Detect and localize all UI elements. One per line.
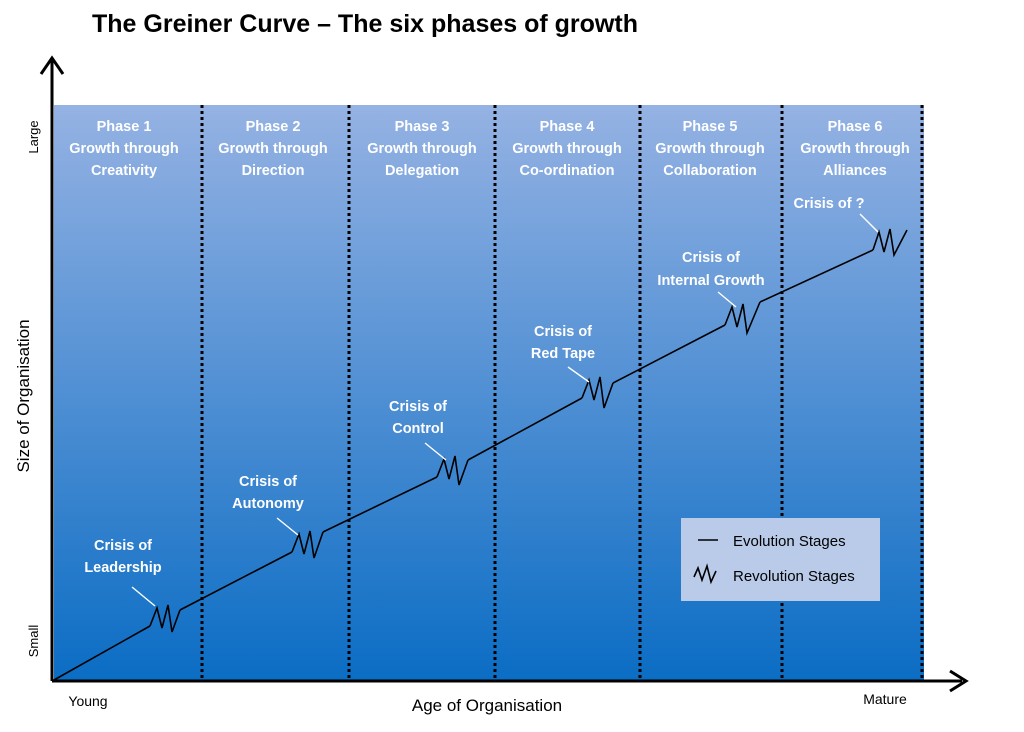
- phase-name: Phase 3: [395, 119, 450, 135]
- phase-headers: Phase 1 Growth through Creativity Phase …: [69, 119, 910, 179]
- crisis-line1: Crisis of: [534, 324, 592, 340]
- phase-header: Phase 4 Growth through Co-ordination: [512, 119, 622, 179]
- evolution-segment: [179, 551, 293, 611]
- y-axis-arrow-icon: [39, 55, 65, 75]
- phase-line2: Collaboration: [663, 163, 756, 179]
- crisis-label: Crisis of Internal Growth: [657, 250, 764, 289]
- revolution-zigzag: [436, 455, 469, 486]
- y-axis-label: Size of Organisation: [14, 319, 33, 472]
- crisis-pointer: [717, 291, 737, 308]
- crisis-label: Crisis of Autonomy: [232, 474, 304, 512]
- phase-header: Phase 1 Growth through Creativity: [69, 119, 179, 179]
- crisis-pointer: [424, 442, 447, 461]
- revolution-zigzag: [291, 530, 324, 559]
- y-axis-low-label: Small: [26, 625, 41, 658]
- crisis-label: Crisis of Leadership: [84, 538, 161, 576]
- revolution-stages: [149, 228, 908, 633]
- phase-name: Phase 6: [828, 119, 883, 135]
- evolution-segment: [322, 476, 438, 533]
- crisis-pointer: [276, 517, 299, 536]
- crisis-line1: Crisis of ?: [794, 196, 865, 212]
- diagram-title: The Greiner Curve – The six phases of gr…: [92, 10, 638, 38]
- evolution-segment: [467, 397, 583, 461]
- phase-line1: Growth through: [512, 141, 622, 157]
- phase-line2: Creativity: [91, 163, 157, 179]
- phase-line1: Growth through: [218, 141, 328, 157]
- phase-line2: Direction: [242, 163, 305, 179]
- evolution-segment: [759, 249, 874, 303]
- revolution-legend-icon: [693, 563, 717, 585]
- phase-header: Phase 3 Growth through Delegation: [367, 119, 477, 179]
- crisis-label: Crisis of Red Tape: [531, 324, 595, 362]
- crisis-line2: Leadership: [84, 560, 161, 576]
- evolution-segments: [53, 249, 874, 681]
- y-axis-high-label: Large: [26, 120, 41, 153]
- legend: Evolution Stages Revolution Stages: [681, 518, 880, 601]
- crisis-label: Crisis of Control: [389, 399, 447, 437]
- crisis-line1: Crisis of: [389, 399, 447, 415]
- axes: [39, 55, 969, 693]
- x-axis-arrow-icon: [949, 669, 969, 693]
- phase-name: Phase 2: [246, 119, 301, 135]
- revolution-legend-label: Revolution Stages: [733, 568, 855, 585]
- x-axis-label: Age of Organisation: [412, 696, 562, 715]
- crisis-labels: Crisis of Leadership Crisis of Autonomy …: [84, 196, 864, 576]
- crisis-line2: Red Tape: [531, 346, 595, 362]
- phase-header: Phase 2 Growth through Direction: [218, 119, 328, 179]
- phase-line2: Alliances: [823, 163, 887, 179]
- revolution-zigzag: [872, 228, 908, 258]
- phase-line2: Co-ordination: [519, 163, 614, 179]
- crisis-line1: Crisis of: [94, 538, 152, 554]
- x-axis-high-label: Mature: [863, 691, 907, 707]
- evolution-segment: [53, 625, 151, 681]
- crisis-pointer: [859, 213, 879, 233]
- phase-line1: Growth through: [69, 141, 179, 157]
- crisis-pointers: [131, 213, 879, 607]
- phase-line2: Delegation: [385, 163, 459, 179]
- crisis-pointer: [131, 586, 156, 607]
- phase-name: Phase 1: [97, 119, 152, 135]
- phase-line1: Growth through: [800, 141, 910, 157]
- evolution-segment: [612, 324, 726, 384]
- phase-line1: Growth through: [367, 141, 477, 157]
- crisis-line1: Crisis of: [239, 474, 297, 490]
- revolution-zigzag: [724, 301, 761, 337]
- x-axis-low-label: Young: [68, 693, 107, 709]
- revolution-zigzag: [581, 376, 614, 409]
- phase-name: Phase 4: [540, 119, 595, 135]
- phase-header: Phase 5 Growth through Collaboration: [655, 119, 765, 179]
- phase-line1: Growth through: [655, 141, 765, 157]
- crisis-line2: Autonomy: [232, 496, 304, 512]
- phase-header: Phase 6 Growth through Alliances: [800, 119, 910, 179]
- crisis-line2: Internal Growth: [657, 273, 764, 289]
- crisis-pointer: [567, 366, 590, 383]
- revolution-zigzag: [149, 604, 181, 633]
- legend-box: [681, 518, 880, 601]
- phase-name: Phase 5: [683, 119, 738, 135]
- crisis-line2: Control: [392, 421, 444, 437]
- crisis-label: Crisis of ?: [794, 196, 865, 212]
- evolution-legend-label: Evolution Stages: [733, 533, 846, 550]
- crisis-line1: Crisis of: [682, 250, 740, 266]
